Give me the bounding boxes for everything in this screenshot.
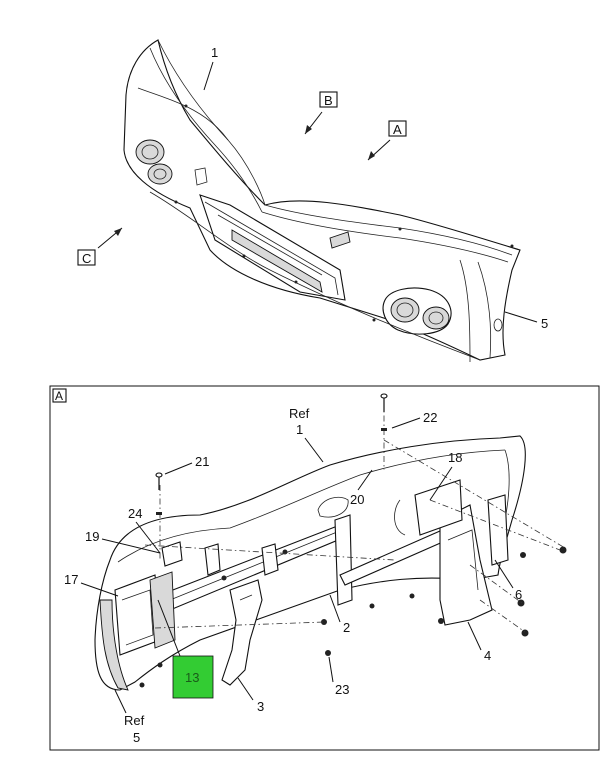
svg-text:21: 21 bbox=[195, 454, 209, 469]
bracket-4 bbox=[439, 504, 493, 626]
svg-text:3: 3 bbox=[257, 699, 264, 714]
svg-text:6: 6 bbox=[515, 587, 522, 602]
svg-text:5: 5 bbox=[541, 316, 548, 331]
svg-text:5: 5 bbox=[133, 730, 140, 745]
view-letter-c: C bbox=[82, 251, 91, 266]
svg-text:4: 4 bbox=[484, 648, 491, 663]
svg-text:18: 18 bbox=[448, 450, 462, 465]
callout-4: 4 bbox=[467, 621, 491, 663]
svg-text:2: 2 bbox=[343, 620, 350, 635]
svg-text:24: 24 bbox=[128, 506, 142, 521]
callout-21: 21 bbox=[164, 454, 209, 475]
svg-text:23: 23 bbox=[335, 682, 349, 697]
left-fog-lamp-opening bbox=[135, 139, 165, 165]
view-c-indicator: C bbox=[77, 227, 123, 266]
callout-5: 5 bbox=[504, 311, 548, 331]
highlight-part-13[interactable] bbox=[172, 655, 214, 699]
callout-17: 17 bbox=[64, 572, 119, 597]
svg-text:20: 20 bbox=[350, 492, 364, 507]
callout-23: 23 bbox=[328, 656, 349, 697]
callout-1: 1 bbox=[203, 45, 218, 91]
bolt-22 bbox=[380, 393, 388, 431]
detail-a-label: A bbox=[55, 389, 63, 403]
callout-13-text: 13 bbox=[185, 670, 199, 685]
bumper-cover-outline bbox=[123, 39, 521, 361]
svg-text:22: 22 bbox=[423, 410, 437, 425]
callout-6: 6 bbox=[494, 559, 522, 602]
callout-18: 18 bbox=[429, 450, 462, 501]
callout-ref-5: Ref 5 bbox=[114, 689, 145, 745]
callout-2: 2 bbox=[329, 594, 350, 635]
detail-a-frame bbox=[49, 385, 600, 751]
assembly-centerlines bbox=[144, 402, 566, 633]
callout-24: 24 bbox=[128, 506, 161, 554]
view-a-indicator: A bbox=[367, 120, 407, 161]
bumper-rear-illustration bbox=[94, 435, 567, 691]
callout-19: 19 bbox=[85, 529, 161, 554]
svg-text:1: 1 bbox=[211, 45, 218, 60]
svg-text:1: 1 bbox=[296, 422, 303, 437]
bolt-21 bbox=[155, 472, 163, 515]
callout-ref-1: Ref 1 bbox=[289, 406, 324, 463]
bracket-3 bbox=[221, 579, 263, 686]
callout-20: 20 bbox=[350, 469, 373, 507]
center-license-recess bbox=[199, 194, 346, 301]
view-letter-a: A bbox=[393, 122, 402, 137]
callout-3: 3 bbox=[237, 677, 264, 714]
bracket-18 bbox=[414, 479, 463, 536]
svg-text:Ref: Ref bbox=[124, 713, 145, 728]
view-b-indicator: B bbox=[304, 91, 338, 135]
svg-text:19: 19 bbox=[85, 529, 99, 544]
svg-text:17: 17 bbox=[64, 572, 78, 587]
bumper-overview-illustration bbox=[123, 39, 521, 363]
svg-text:Ref: Ref bbox=[289, 406, 310, 421]
view-letter-b: B bbox=[324, 93, 333, 108]
callout-22: 22 bbox=[391, 410, 437, 429]
